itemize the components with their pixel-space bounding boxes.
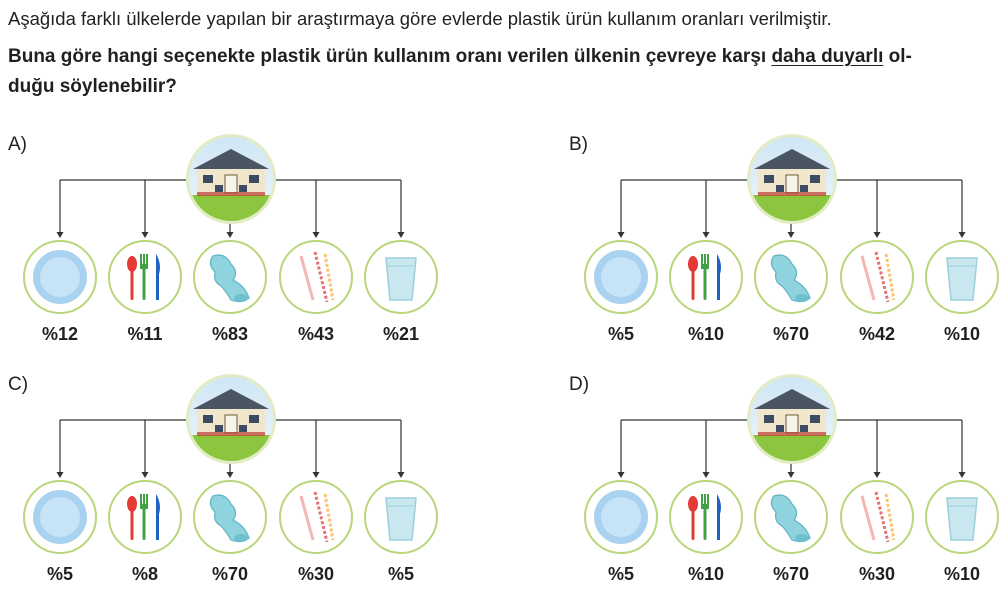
option-letter[interactable]: B) (569, 134, 588, 155)
percentage-value: %70 (772, 324, 810, 344)
bottle-icon (193, 240, 267, 314)
option-b-panel[interactable]: B) %5 %10 %70 %42 %10 (569, 134, 1007, 364)
option-letter[interactable]: A) (8, 134, 27, 155)
house-icon (747, 134, 837, 224)
plate-icon (23, 240, 97, 314)
arrow-head (787, 232, 795, 238)
plate-icon (584, 480, 658, 554)
straw-icon (279, 480, 353, 554)
percentage-value: %12 (41, 324, 79, 344)
arrow-head (617, 232, 625, 238)
arrow-head (958, 232, 966, 238)
house-icon (747, 374, 837, 464)
cup-icon (925, 480, 999, 554)
bottle-icon (193, 480, 267, 554)
percentage-value: %30 (858, 564, 896, 584)
bottle-icon (754, 240, 828, 314)
percentage-value: %42 (858, 324, 896, 344)
bottle-icon (754, 480, 828, 554)
prompt-text-end: ol- (883, 46, 912, 67)
arrow-head (141, 472, 149, 478)
percentage-value: %11 (127, 324, 163, 344)
cup-icon (925, 240, 999, 314)
house-icon (186, 134, 276, 224)
question-prompt-line2: duğu söylenebilir? (8, 76, 177, 97)
arrow-head (617, 472, 625, 478)
straw-icon (279, 240, 353, 314)
option-d-panel[interactable]: D) %5 %10 %70 %30 %10 (569, 374, 1007, 604)
percentage-value: %5 (607, 324, 634, 344)
percentage-value: %8 (131, 564, 158, 584)
percentage-value: %10 (943, 564, 981, 584)
cup-icon (364, 240, 438, 314)
cup-icon (364, 480, 438, 554)
percentage-value: %21 (382, 324, 420, 344)
prompt-emphasis: daha duyarlı (771, 46, 884, 67)
arrow-head (56, 232, 64, 238)
straw-icon (840, 240, 914, 314)
percentage-value: %10 (687, 564, 725, 584)
prompt-text-start: Buna göre hangi seçenekte plastik ürün k… (8, 46, 772, 67)
arrow-head (873, 232, 881, 238)
percentage-value: %83 (211, 324, 249, 344)
cutlery-icon (669, 240, 743, 314)
arrow-head (873, 472, 881, 478)
plate-icon (584, 240, 658, 314)
arrow-head (702, 472, 710, 478)
percentage-value: %70 (211, 564, 249, 584)
cutlery-icon (669, 480, 743, 554)
percentage-value: %70 (772, 564, 810, 584)
arrow-head (141, 232, 149, 238)
arrow-head (787, 472, 795, 478)
question-prompt-line1: Buna göre hangi seçenekte plastik ürün k… (8, 46, 912, 68)
percentage-value: %5 (607, 564, 634, 584)
straw-icon (840, 480, 914, 554)
option-a-panel[interactable]: A) %12 %11 %83 %43 %21 (8, 134, 448, 364)
cutlery-icon (108, 240, 182, 314)
arrow-head (397, 232, 405, 238)
plate-icon (23, 480, 97, 554)
question-intro: Aşağıda farklı ülkelerde yapılan bir ara… (8, 8, 832, 29)
percentage-value: %5 (387, 564, 414, 584)
arrow-head (226, 232, 234, 238)
house-icon (186, 374, 276, 464)
option-c-panel[interactable]: C) %5 %8 %70 %30 %5 (8, 374, 448, 604)
arrow-head (958, 472, 966, 478)
percentage-value: %5 (46, 564, 73, 584)
option-letter[interactable]: C) (8, 374, 29, 395)
arrow-head (312, 232, 320, 238)
percentage-value: %10 (943, 324, 981, 344)
arrow-head (226, 472, 234, 478)
percentage-value: %10 (687, 324, 725, 344)
arrow-head (312, 472, 320, 478)
cutlery-icon (108, 480, 182, 554)
arrow-head (397, 472, 405, 478)
percentage-value: %30 (297, 564, 335, 584)
percentage-value: %43 (297, 324, 335, 344)
option-letter[interactable]: D) (569, 374, 590, 395)
arrow-head (702, 232, 710, 238)
arrow-head (56, 472, 64, 478)
